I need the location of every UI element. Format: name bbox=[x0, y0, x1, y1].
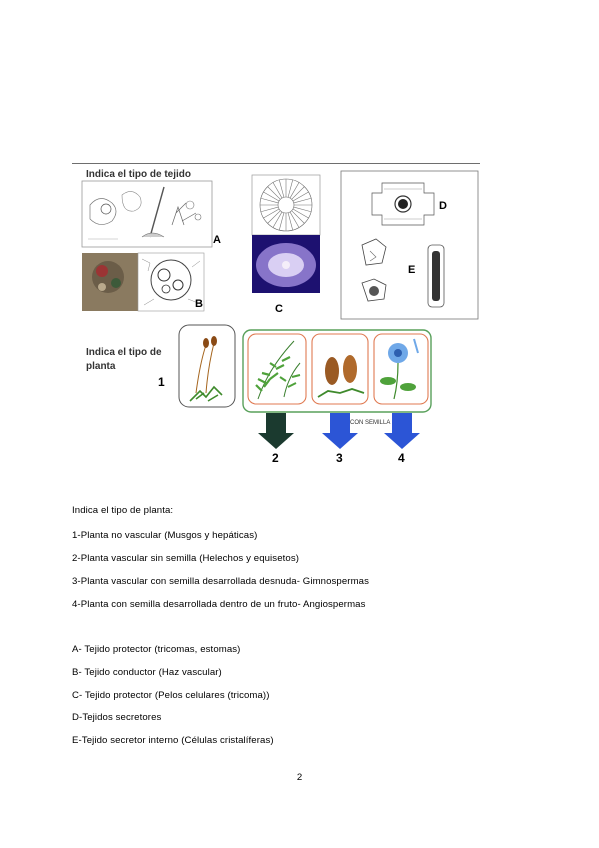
panel-e-image bbox=[361, 238, 445, 308]
trichome-ray bbox=[272, 211, 283, 228]
gymnosperm-image bbox=[311, 333, 369, 405]
panel-d-image bbox=[371, 182, 435, 226]
trichome-ray bbox=[291, 186, 305, 200]
tejido-heading: Indica el tipo de tejido bbox=[86, 169, 191, 180]
trichome-ray bbox=[292, 191, 309, 202]
label-d: D bbox=[439, 200, 447, 212]
trichome-ray bbox=[289, 182, 300, 199]
fern-image bbox=[247, 333, 307, 405]
trichome-ray bbox=[289, 211, 300, 228]
tissue-item-a: A- Tejido protector (tricomas, estomas) bbox=[72, 644, 241, 655]
figure-svg: Indica el tipo de tejido A bbox=[81, 169, 479, 465]
trichome-ray bbox=[267, 210, 281, 224]
planta-heading-1: Indica el tipo de bbox=[86, 347, 162, 358]
angiosperm-image bbox=[373, 333, 429, 405]
semilla-tag: CON SEMILLA bbox=[350, 420, 390, 426]
trichome-ray bbox=[260, 197, 279, 204]
trichome-ray bbox=[293, 197, 312, 204]
arrow-2 bbox=[258, 413, 294, 449]
plant-item-2: 2-Planta vascular sin semilla (Helechos … bbox=[72, 553, 300, 564]
trichome-ray bbox=[278, 212, 285, 231]
trichome-ray bbox=[293, 206, 312, 213]
arrow-4 bbox=[384, 413, 420, 449]
tissue-item-e: E-Tejido secretor interno (Células crist… bbox=[72, 735, 274, 746]
panel-b-image bbox=[82, 252, 205, 312]
number-4: 4 bbox=[398, 451, 405, 465]
figure-tissue-plant: Indica el tipo de tejido A bbox=[72, 165, 482, 465]
trichome-ray bbox=[272, 182, 283, 199]
trichome-ray bbox=[267, 186, 281, 200]
trichome-ray bbox=[291, 210, 305, 224]
tissue-item-c: C- Tejido protector (Pelos celulares (tr… bbox=[72, 690, 270, 701]
trichome-ray bbox=[278, 179, 285, 198]
label-e: E bbox=[408, 264, 415, 276]
moss-image bbox=[178, 324, 236, 408]
trichome-ray bbox=[287, 179, 294, 198]
plant-heading: Indica el tipo de planta: bbox=[72, 505, 174, 516]
tissue-item-d: D-Tejidos secretores bbox=[72, 712, 162, 723]
panel-a-image bbox=[81, 180, 213, 248]
trichome-ray bbox=[292, 208, 309, 219]
plant-item-4: 4-Planta con semilla desarrollada dentro… bbox=[72, 599, 366, 610]
plant-item-3: 3-Planta vascular con semilla desarrolla… bbox=[72, 576, 370, 587]
arrow-3 bbox=[322, 413, 358, 449]
label-b: B bbox=[195, 298, 203, 310]
trichome-ray bbox=[287, 212, 294, 231]
number-3: 3 bbox=[336, 451, 343, 465]
plant-item-1: 1-Planta no vascular (Musgos y hepáticas… bbox=[72, 530, 258, 541]
tissue-item-b: B- Tejido conductor (Haz vascular) bbox=[72, 667, 222, 678]
trichome-ray bbox=[263, 191, 280, 202]
trichome-ray bbox=[260, 206, 279, 213]
trichome-ray bbox=[263, 208, 280, 219]
number-1: 1 bbox=[158, 375, 165, 389]
number-2: 2 bbox=[272, 451, 279, 465]
panel-c-image bbox=[251, 174, 321, 293]
horizontal-rule bbox=[72, 163, 480, 164]
label-c: C bbox=[275, 303, 283, 315]
label-a: A bbox=[213, 234, 221, 246]
planta-heading-2: planta bbox=[86, 361, 116, 372]
page-number: 2 bbox=[296, 772, 303, 783]
